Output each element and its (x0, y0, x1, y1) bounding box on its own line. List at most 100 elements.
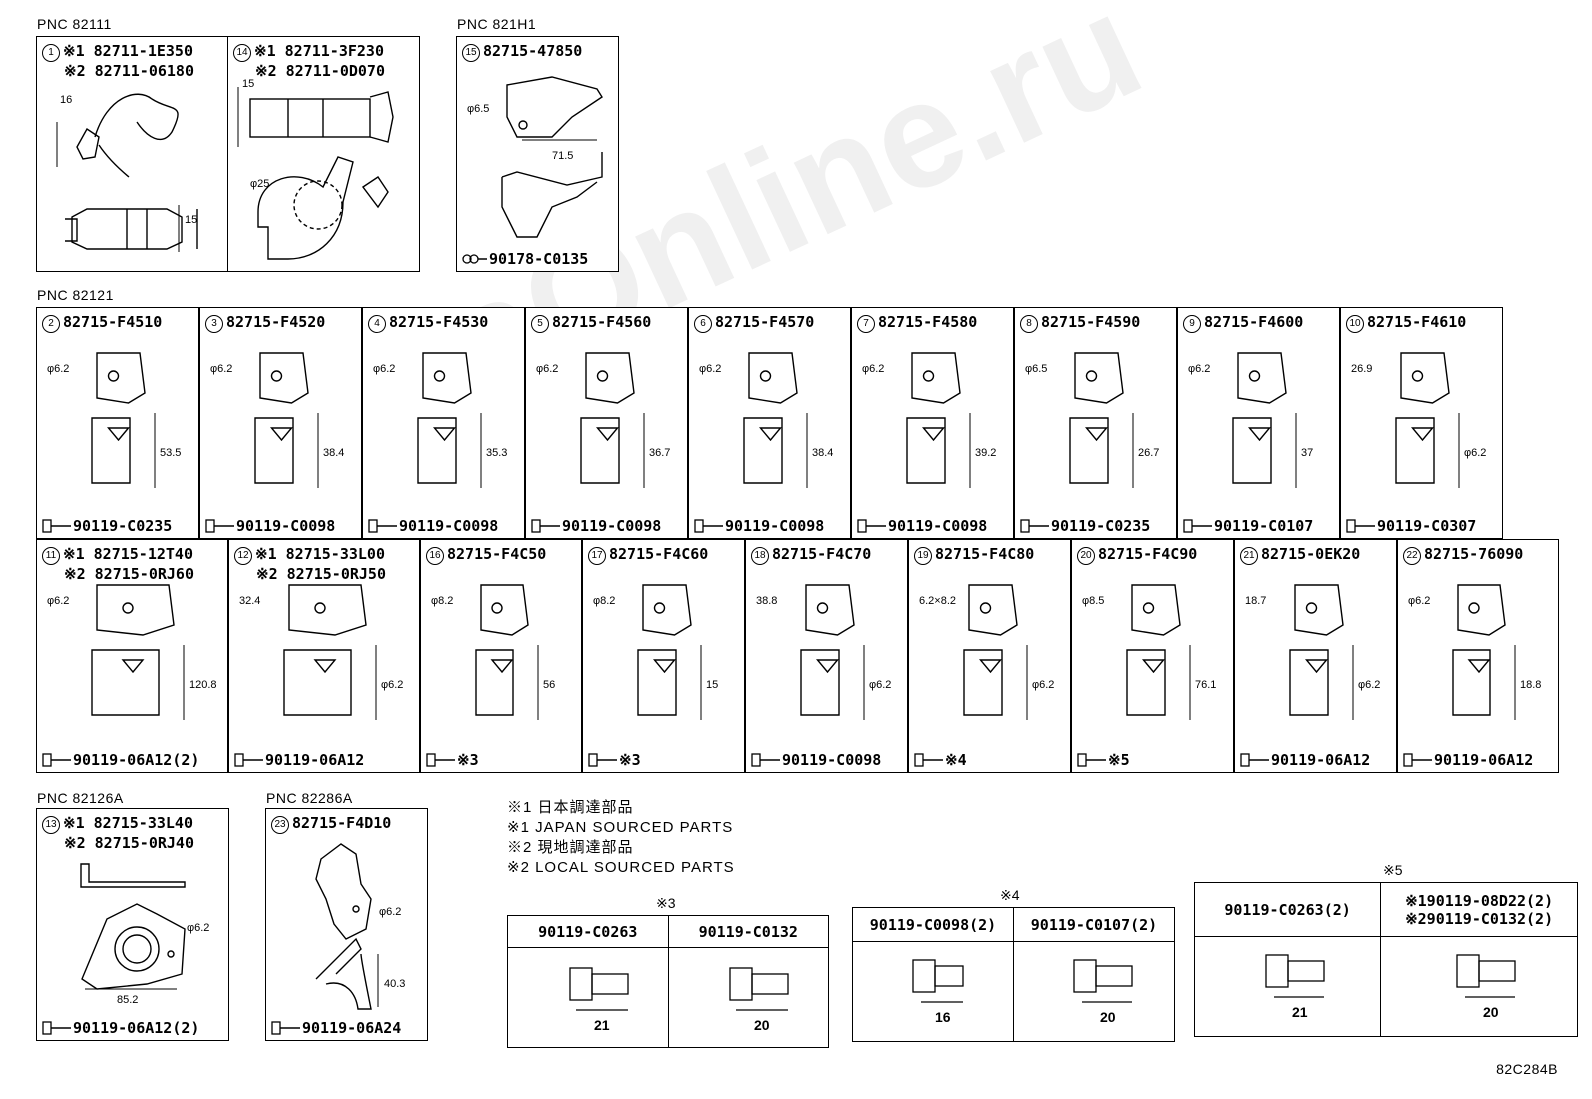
bolt-callout: 90119-C0098 (204, 517, 335, 535)
pnc-label-82121: PNC 82121 (37, 287, 114, 303)
dim-label: 37 (1301, 447, 1313, 459)
part-number-1: 82715-F4600 (1204, 313, 1304, 331)
dim-label: 76.1 (1195, 679, 1216, 691)
dim-label: φ6.2 (1188, 363, 1210, 375)
table-cell-bolt: 21 (1193, 936, 1382, 1037)
part-number-badge: 17 (588, 547, 606, 565)
bolt-icon (368, 519, 397, 533)
dim-label: 38.8 (756, 595, 777, 607)
bolt-part-number: ※5 (1108, 751, 1130, 769)
bolt-icon (205, 519, 234, 533)
bolt-part-number: 90119-C0307 (1377, 517, 1477, 535)
dim-label: 15 (185, 214, 197, 226)
bracket-drawing: φ6.5 71.5 (467, 76, 603, 238)
dim-label: 26.7 (1138, 447, 1159, 459)
part-number-1: ※1 82715-12T40 (63, 545, 193, 563)
bracket-drawing: φ6.2 37 (1188, 352, 1313, 488)
bolt-icon (1183, 519, 1212, 533)
part-number-1: 82715-F4570 (715, 313, 815, 331)
dim-label: φ6.2 (187, 922, 209, 934)
bolt-icon (857, 519, 886, 533)
table-cell-part: 90119-C0098(2) (852, 907, 1014, 942)
bolt-callout: ※3 (425, 751, 479, 769)
dim-label: 18.8 (1520, 679, 1541, 691)
bolt-part-number: 90119-C0098 (236, 517, 336, 535)
bracket-drawing: φ6.239.2 (862, 352, 996, 488)
part-number-badge: 13 (42, 816, 60, 834)
pnc-label-82111: PNC 82111 (37, 16, 112, 32)
bracket-drawing: 18.7φ6.2 (1245, 584, 1380, 720)
part-number-1: 82715-F4C60 (609, 545, 709, 563)
pnc-label-82286A: PNC 82286A (266, 790, 353, 806)
bolt-part-number: 90119-C0098 (562, 517, 662, 535)
dim-label: φ6.2 (1464, 447, 1486, 459)
table-cell-bolt: 16 (852, 941, 1014, 1042)
part-number-1: 82715-0EK20 (1261, 545, 1361, 563)
part-number-badge: 7 (857, 315, 875, 333)
bolt-part-number: 90119-C0098 (888, 517, 988, 535)
pnc-label-82126A: PNC 82126A (37, 790, 124, 806)
bolt-callout: ※5 (1076, 751, 1130, 769)
part-number-1: 82715-F4C70 (772, 545, 872, 563)
table-cell-part: 90119-C0263 (507, 915, 669, 948)
dim-label: 38.4 (812, 447, 833, 459)
bolt-callout: 90119-06A12 (1402, 751, 1533, 769)
bolt-part-number: ※3 (457, 751, 479, 769)
bracket-drawing: φ6.236.7 (536, 352, 670, 488)
bolt-part-number: 90119-C0235 (1051, 517, 1151, 535)
bolt-callout: ※3 (587, 751, 641, 769)
bolt-length: 20 (754, 1017, 770, 1033)
part-number-2: ※2 82711-06180 (64, 62, 194, 80)
dim-label: 56 (543, 679, 555, 691)
part-number-badge: 22 (1403, 547, 1421, 565)
bolt-icon (271, 1021, 300, 1035)
part-number-2: ※2 82715-0RJ50 (256, 565, 386, 583)
table-label-3: ※3 (656, 895, 676, 911)
part-number-1: 82715-F4C50 (447, 545, 547, 563)
bolt-part-number: 90119-C0098 (782, 751, 882, 769)
dim-label: 26.9 (1351, 363, 1372, 375)
bracket-drawing: φ6.2 40.3 (315, 843, 405, 1010)
table-label-4: ※4 (1000, 887, 1020, 903)
dim-label: φ6.5 (1025, 363, 1047, 375)
bracket-drawing: φ6.253.5 (47, 352, 181, 488)
bolt-part-number: 90119-06A24 (302, 1019, 402, 1037)
bracket-drawing: φ6.238.4 (210, 352, 344, 488)
bolt-part-number: 90119-06A12 (265, 751, 365, 769)
note-line: ※2 現地調達部品 (507, 839, 634, 856)
part-number-badge: 5 (531, 315, 549, 333)
part-number-1: 82715-F4C80 (935, 545, 1035, 563)
part-number-1: ※1 82711-3F230 (254, 42, 384, 60)
dim-label: 32.4 (239, 595, 260, 607)
bolt-part-number: ※4 (945, 751, 967, 769)
note-line: ※1 日本調達部品 (507, 799, 634, 816)
bolt-callout: 90119-06A12 (1239, 751, 1370, 769)
dim-label: 15 (706, 679, 718, 691)
dim-label: φ6.2 (862, 363, 884, 375)
nut-icon (462, 254, 487, 264)
bolt-part-number: 90119-C0235 (73, 517, 173, 535)
bracket-drawing: φ6.2 85.2 (80, 863, 209, 1006)
bolt-part-number: 90119-C0098 (725, 517, 825, 535)
bracket-drawing: φ6.218.8 (1408, 584, 1541, 720)
bolt-part-number: 90119-06A12(2) (73, 1019, 200, 1037)
dim-label: 71.5 (552, 150, 573, 162)
bracket-drawing: φ6.238.4 (699, 352, 833, 488)
part-number-1: 82715-F4520 (226, 313, 326, 331)
clip-drawing: 16 15 (56, 93, 198, 252)
bolt-icon: 21 (569, 967, 629, 1033)
table-cell-part-line: ※190119-08D22(2) (1405, 891, 1554, 910)
bolt-icon: 20 (1073, 959, 1133, 1025)
